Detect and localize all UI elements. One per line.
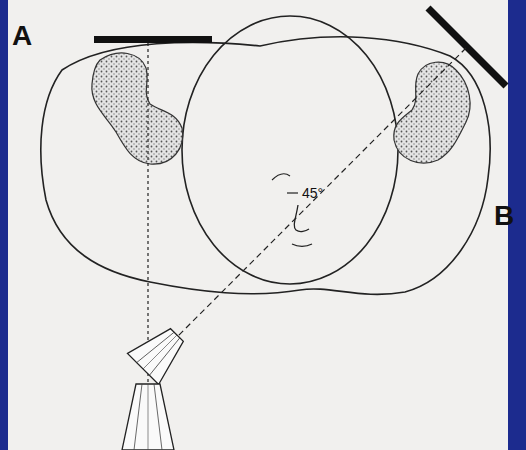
angle-label: 45° (302, 186, 323, 200)
hip-bone (92, 53, 183, 164)
plate-label: A (12, 22, 32, 50)
beam-line (147, 43, 148, 382)
beam-line (168, 48, 466, 346)
xray-tube (122, 384, 174, 450)
leader-line (287, 192, 298, 193)
page-ground (8, 0, 508, 450)
xray-tube (127, 319, 192, 384)
film-plate (94, 36, 212, 43)
mouth (292, 244, 312, 246)
head-outline (182, 16, 398, 284)
angle-arc (272, 174, 290, 180)
body-outline (41, 37, 490, 295)
plate-label: B (494, 202, 514, 230)
hip-bone (394, 62, 470, 163)
